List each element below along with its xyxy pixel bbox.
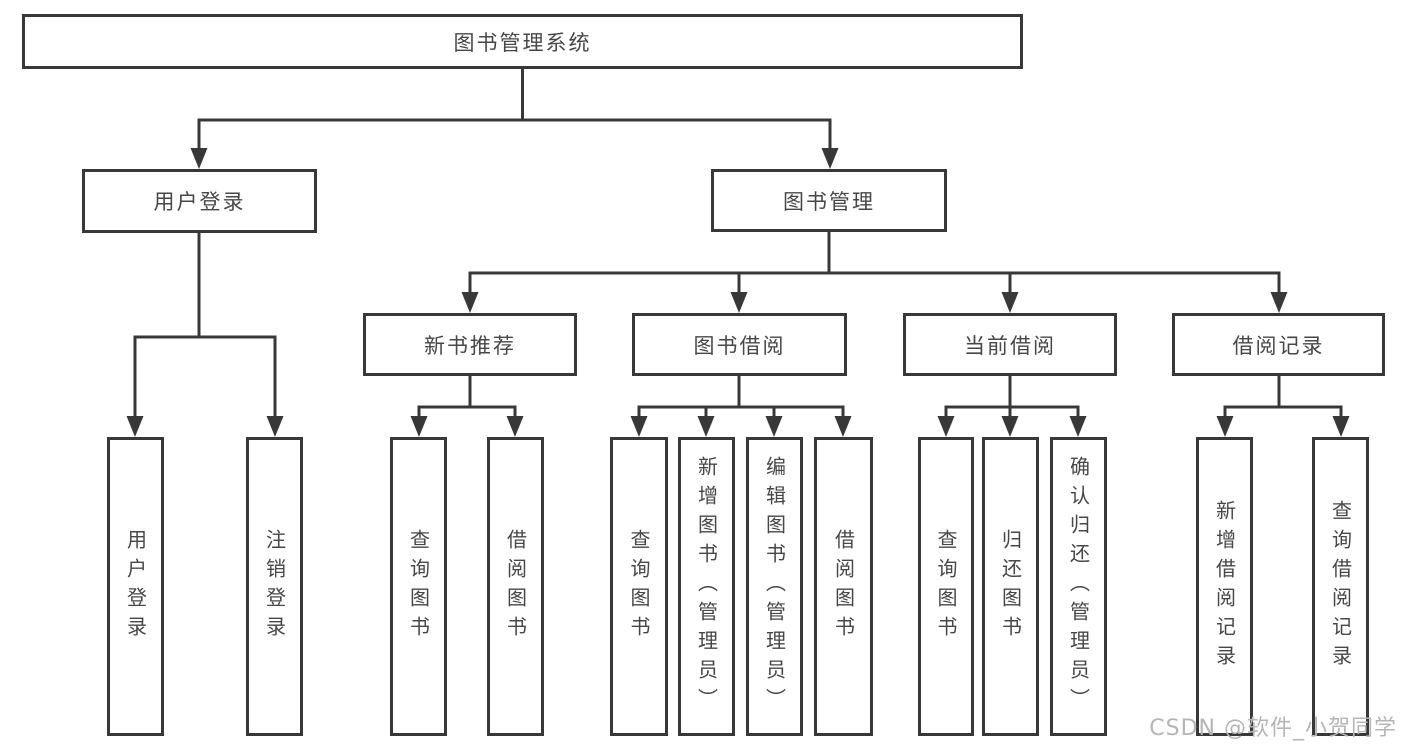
node-label: 查询图书 (627, 528, 651, 645)
node-leaf-add-books-admin: 新增图书（管理员） (678, 437, 735, 736)
arrow-down-icon (1270, 292, 1288, 313)
node-current-borrow: 当前借阅 (903, 313, 1117, 376)
arrow-down-icon (266, 416, 284, 437)
arrow-down-icon (834, 416, 852, 437)
node-label: 归还图书 (998, 528, 1023, 645)
node-leaf-add-borrow-record: 新增借阅记录 (1196, 437, 1253, 736)
node-label: 图书管理系统 (453, 30, 592, 55)
node-leaf-return-books: 归还图书 (982, 437, 1039, 736)
connector-root-to-level2 (190, 69, 839, 169)
node-leaf-query-books: 查询图书 (390, 437, 447, 736)
node-leaf-user-login: 用户登录 (107, 437, 164, 736)
node-leaf-borrow-books: 借阅图书 (487, 437, 544, 736)
node-label: 新增图书（管理员） (694, 456, 719, 717)
arrow-down-icon (1001, 292, 1019, 313)
arrow-down-icon (765, 416, 783, 437)
node-label: 查询借阅记录 (1328, 499, 1353, 674)
arrow-down-icon (190, 148, 208, 169)
node-leaf-logout: 注销登录 (246, 437, 303, 736)
arrow-down-icon (1216, 416, 1234, 437)
connector-current-to-leaves (937, 376, 1087, 437)
node-label: 新书推荐 (424, 333, 516, 358)
arrow-down-icon (506, 416, 524, 437)
node-leaf-borrow-books-2: 借阅图书 (814, 437, 873, 736)
node-book-management: 图书管理 (711, 169, 947, 232)
arrow-down-icon (1001, 416, 1019, 437)
node-leaf-query-books-2: 查询图书 (610, 437, 668, 736)
arrow-down-icon (821, 148, 839, 169)
connector-userlogin-to-leaves (126, 232, 284, 437)
node-borrow-records: 借阅记录 (1172, 313, 1385, 376)
node-label: 借阅图书 (503, 528, 528, 645)
node-label: 确认归还（管理员） (1066, 456, 1091, 717)
arrow-down-icon (410, 416, 428, 437)
node-label: 图书管理 (783, 189, 875, 214)
connector-newbooks-to-leaves (410, 376, 524, 437)
node-new-book-recommend: 新书推荐 (363, 313, 577, 376)
arrow-down-icon (126, 416, 144, 437)
node-root-system: 图书管理系统 (22, 14, 1023, 69)
node-label: 借阅图书 (831, 528, 856, 645)
node-label: 借阅记录 (1232, 333, 1325, 358)
node-label: 新增借阅记录 (1212, 499, 1237, 674)
arrow-down-icon (697, 416, 715, 437)
connector-borrow-to-leaves (630, 376, 852, 437)
node-label: 编辑图书（管理员） (762, 456, 787, 717)
node-label: 用户登录 (123, 528, 148, 645)
arrow-down-icon (461, 292, 479, 313)
node-label: 查询图书 (934, 528, 958, 645)
connector-bookmgmt-to-level3 (461, 232, 1288, 313)
node-label: 当前借阅 (964, 333, 1056, 358)
node-leaf-confirm-return-admin: 确认归还（管理员） (1050, 437, 1107, 736)
node-leaf-query-borrow-record: 查询借阅记录 (1312, 437, 1369, 736)
arrow-down-icon (937, 416, 955, 437)
connector-records-to-leaves (1216, 376, 1350, 437)
node-user-login: 用户登录 (82, 169, 317, 233)
arrow-down-icon (1332, 416, 1350, 437)
node-leaf-query-books-3: 查询图书 (918, 437, 974, 736)
arrow-down-icon (1069, 416, 1087, 437)
node-leaf-edit-books-admin: 编辑图书（管理员） (746, 437, 803, 736)
node-label: 注销登录 (262, 528, 287, 645)
node-label: 查询图书 (406, 528, 431, 645)
node-label: 图书借阅 (693, 333, 786, 358)
node-label: 用户登录 (153, 190, 246, 214)
arrow-down-icon (630, 416, 648, 437)
node-book-borrow: 图书借阅 (632, 313, 847, 376)
arrow-down-icon (730, 292, 748, 313)
csdn-watermark: CSDN @软件_小贺同学 (1149, 716, 1397, 741)
